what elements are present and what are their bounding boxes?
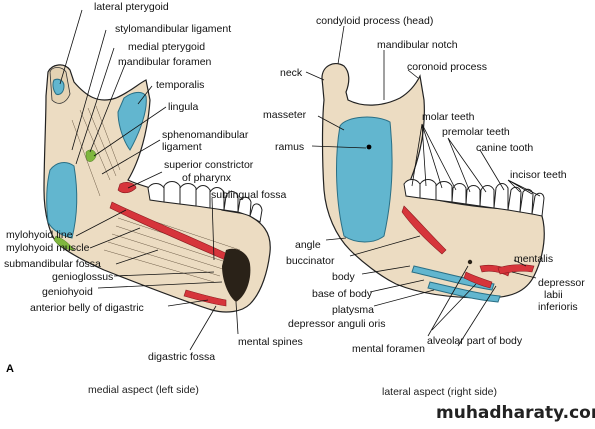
lingula-area (85, 149, 97, 162)
depressor-anguli-red (463, 271, 493, 289)
medial-leader-lines (59, 9, 239, 351)
label-medial-pterygoid: medial pterygoid (128, 41, 205, 53)
buccinator-area (401, 205, 447, 255)
medial-pterygoid-area (46, 162, 78, 239)
label-molar-teeth: molar teeth (422, 111, 475, 123)
label-angle: angle (295, 239, 321, 251)
label-premolar-teeth: premolar teeth (442, 126, 510, 138)
label-mylohyoid-muscle: mylohyoid muscle (6, 242, 90, 254)
label-ramus: ramus (275, 141, 304, 153)
label-mandibular-notch: mandibular notch (377, 39, 458, 51)
label-mandibular-foramen: mandibular foramen (118, 56, 212, 68)
lateral-leader-lines (305, 25, 541, 347)
label-superior-constrictor-1: superior constrictor (164, 159, 254, 171)
label-alveolar-part: alveolar part of body (427, 335, 523, 347)
label-buccinator: buccinator (286, 255, 335, 267)
label-incisor-teeth: incisor teeth (510, 169, 567, 181)
digastric-red (183, 289, 227, 307)
lateral-mandible-illustration (321, 63, 545, 303)
label-depressor-2: labii (544, 289, 563, 301)
label-condyloid-process: condyloid process (head) (316, 15, 433, 27)
label-sphenomandibular-1: sphenomandibular (162, 129, 249, 141)
masseter-area (336, 116, 393, 243)
label-genioglossus: genioglossus (52, 271, 113, 283)
label-body: body (332, 271, 356, 283)
angle-green-area (53, 235, 75, 251)
label-sublingual-fossa: sublingual fossa (211, 189, 286, 201)
label-submandibular-fossa: submandibular fossa (4, 258, 101, 270)
ramus-dot (366, 144, 372, 150)
figure-letter: A (6, 363, 14, 375)
superior-constrictor-area (117, 182, 137, 194)
label-mental-spines: mental spines (238, 336, 303, 348)
watermark-text: muhadharaty.com (436, 403, 595, 423)
label-mylohyoid-line: mylohyoid line (6, 229, 73, 241)
ramus-hatching (71, 105, 121, 197)
label-mental-foramen: mental foramen (352, 343, 425, 355)
mental-foramen-dot (467, 259, 473, 265)
label-canine-tooth: canine tooth (476, 142, 533, 154)
label-masseter: masseter (263, 109, 307, 121)
label-neck: neck (280, 67, 303, 79)
caption-medial-aspect: medial aspect (left side) (88, 384, 199, 396)
label-stylomandibular-ligament: stylomandibular ligament (115, 23, 231, 35)
label-anterior-belly-digastric: anterior belly of digastric (30, 302, 144, 314)
temporalis-area (117, 91, 147, 151)
lateral-pterygoid-area (52, 78, 65, 95)
label-superior-constrictor-2: of pharynx (182, 172, 232, 184)
label-lateral-pterygoid: lateral pterygoid (94, 1, 169, 13)
label-temporalis: temporalis (156, 79, 204, 91)
caption-lateral-aspect: lateral aspect (right side) (382, 386, 497, 398)
label-base-of-body: base of body (312, 288, 373, 300)
label-depressor-1: depressor (538, 277, 585, 289)
sublingual-dark-area (222, 248, 251, 302)
label-geniohyoid: geniohyoid (42, 286, 93, 298)
label-coronoid-process: coronoid process (407, 61, 487, 73)
base-of-body-blue (411, 265, 495, 291)
label-digastric-fossa: digastric fossa (148, 351, 215, 363)
label-depressor-3: inferioris (538, 301, 578, 313)
label-lingula: lingula (168, 101, 199, 113)
label-mentalis: mentalis (514, 253, 553, 265)
mentalis-red (497, 264, 535, 275)
label-platysma: platysma (332, 304, 374, 316)
label-depressor-anguli-oris: depressor anguli oris (288, 318, 385, 330)
label-sphenomandibular-2: ligament (162, 141, 202, 153)
medial-teeth (147, 181, 263, 223)
